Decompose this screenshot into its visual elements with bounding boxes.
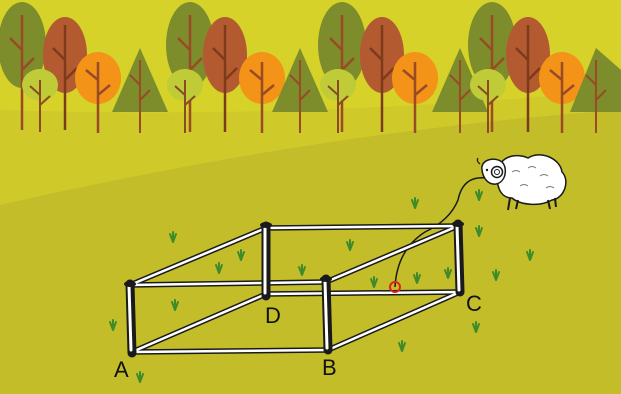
tree-icon — [392, 52, 438, 133]
tree-icon — [539, 52, 585, 133]
sheep-icon — [476, 154, 567, 211]
corner-label-b: B — [322, 355, 337, 380]
tree-icon — [75, 52, 121, 133]
tree-icon — [506, 17, 550, 132]
tree-line — [0, 2, 621, 133]
tree-icon — [22, 69, 58, 132]
corner-label-c: C — [466, 291, 482, 316]
tree-icon — [432, 48, 488, 133]
tree-icon — [203, 17, 247, 132]
tree-icon — [167, 69, 203, 133]
tree-icon — [239, 52, 285, 133]
corner-label-d: D — [265, 303, 281, 328]
tree-icon — [468, 2, 516, 132]
tree-icon — [570, 48, 621, 133]
tree-icon — [320, 69, 356, 133]
corner-label-a: A — [114, 357, 129, 382]
tree-icon — [0, 2, 46, 130]
fence — [124, 219, 465, 358]
tree-icon — [470, 69, 506, 133]
tree-icon — [166, 2, 214, 132]
point-marker-icon — [389, 281, 401, 293]
tree-icon — [272, 48, 328, 133]
meadow — [0, 110, 621, 394]
tree-icon — [112, 48, 168, 133]
